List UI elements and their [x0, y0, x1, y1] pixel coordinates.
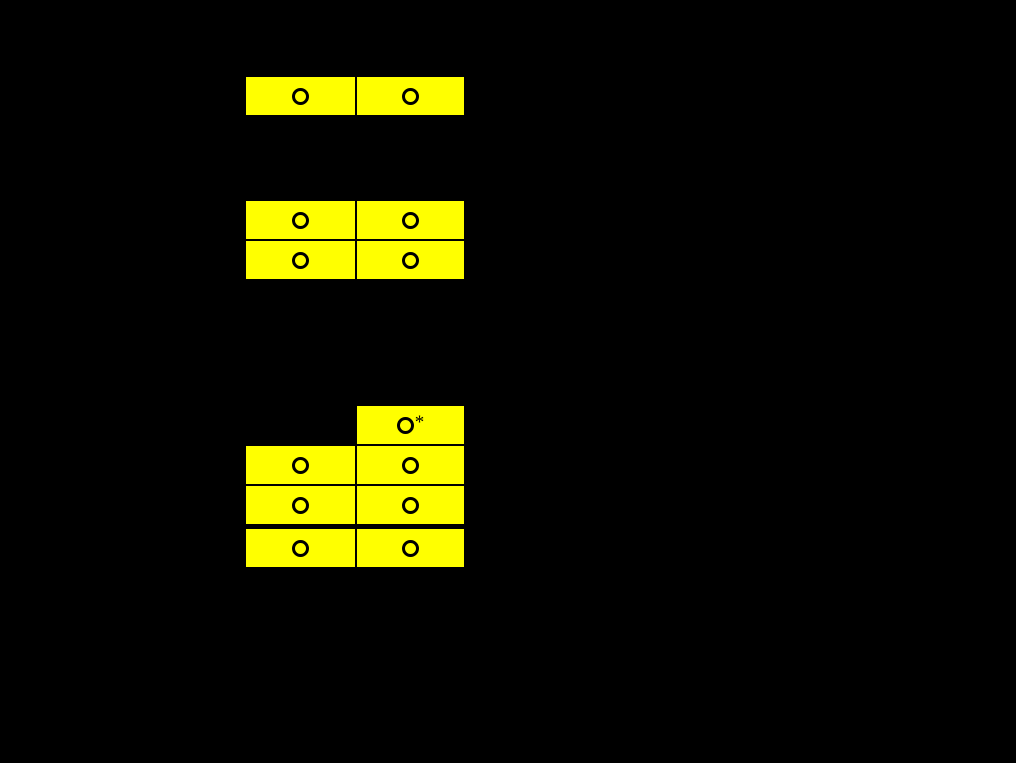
circle-icon [402, 87, 419, 105]
circle-icon [402, 539, 419, 557]
grid-cell-starred[interactable]: * [356, 405, 465, 445]
circle-icon [402, 456, 419, 474]
circle-icon [396, 416, 414, 434]
grid-cell[interactable] [356, 76, 465, 116]
circle-glyph-wrap [402, 211, 419, 229]
circle-icon [292, 211, 309, 229]
grid-cell[interactable] [245, 445, 356, 485]
grid-cell[interactable] [356, 200, 465, 240]
grid-cell[interactable] [356, 485, 465, 525]
grid-cell[interactable] [356, 528, 465, 568]
circle-glyph-wrap [292, 496, 309, 514]
grid-cell[interactable] [245, 528, 356, 568]
grid-cell[interactable] [356, 445, 465, 485]
circle-icon [292, 87, 309, 105]
grid-cell[interactable] [356, 240, 465, 280]
cell-group-2 [245, 200, 465, 280]
circle-icon [292, 251, 309, 269]
circle-glyph-wrap [292, 211, 309, 229]
circle-glyph-wrap [292, 87, 309, 105]
grid-cell[interactable] [245, 200, 356, 240]
cell-group-3: * [245, 405, 465, 568]
circle-glyph-wrap [402, 251, 419, 269]
cell-group-1 [245, 76, 465, 116]
grid-cell[interactable] [245, 240, 356, 280]
circle-icon [402, 251, 419, 269]
circle-icon [292, 496, 309, 514]
grid-cell[interactable] [245, 485, 356, 525]
circle-glyph-wrap [292, 539, 309, 557]
circle-glyph-wrap [402, 539, 419, 557]
circle-icon [402, 496, 419, 514]
circle-glyph-wrap [402, 456, 419, 474]
circle-icon [292, 539, 309, 557]
circle-glyph-wrap [292, 456, 309, 474]
circle-glyph-wrap [402, 496, 419, 514]
circle-icon [292, 456, 309, 474]
grid-cell[interactable] [245, 76, 356, 116]
asterisk-marker: * [414, 411, 425, 433]
circle-glyph-wrap [402, 87, 419, 105]
circle-glyph-wrap: * [396, 411, 425, 434]
circle-glyph-wrap [292, 251, 309, 269]
circle-icon [402, 211, 419, 229]
grid-cell-empty [245, 405, 356, 445]
